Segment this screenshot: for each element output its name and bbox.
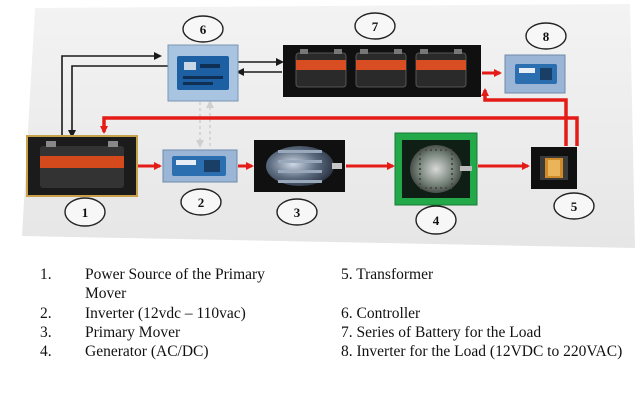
legend-text: Primary Mover [85, 324, 181, 341]
svg-text:5: 5 [571, 199, 578, 214]
legend-text: 7. Series of Battery for the Load [341, 324, 542, 341]
legend-text: 6. Controller [341, 305, 421, 322]
legend-item-2: 2. Inverter (12vdc – 110vac) [40, 304, 320, 324]
legend-num: 2. [40, 305, 52, 322]
legend-text: Power Source of the Primary Mover [85, 266, 265, 302]
battery-series-box [283, 45, 481, 97]
legend-text: 5. Transformer [341, 266, 434, 283]
number-circle-2: 2 [180, 188, 222, 216]
system-diagram: 6 7 8 1 2 3 4 5 [22, 4, 635, 248]
svg-text:8: 8 [543, 29, 550, 44]
legend-item-6: 6. Controller [341, 304, 631, 324]
svg-text:1: 1 [82, 205, 89, 220]
legend-item-7: 7. Series of Battery for the Load [341, 323, 631, 343]
transformer-box [531, 147, 577, 189]
number-circle-6: 6 [182, 15, 224, 43]
svg-text:3: 3 [294, 205, 301, 220]
legend-item-8: 8. Inverter for the Load (12VDC to 220VA… [341, 342, 637, 382]
legend-item-3: 3. Primary Mover [40, 323, 290, 343]
primary-mover-motor [254, 140, 345, 192]
legend-item-5: 5. Transformer [341, 265, 631, 285]
arrow-transformer-to-source [100, 116, 579, 146]
svg-text:6: 6 [200, 22, 207, 37]
legend-item-1: 1. Power Source of the Primary Mover [40, 265, 290, 305]
svg-text:4: 4 [433, 213, 440, 228]
number-circle-3: 3 [276, 198, 318, 226]
arrow-controller-to-source [68, 65, 168, 138]
legend-text: Generator (AC/DC) [85, 343, 209, 360]
svg-text:2: 2 [198, 195, 205, 210]
legend-num: 4. [40, 343, 52, 360]
legend-num: 1. [40, 266, 52, 283]
number-circle-5: 5 [553, 192, 595, 220]
number-circle-8: 8 [525, 22, 567, 50]
legend-item-4: 4. Generator (AC/DC) [40, 342, 290, 362]
arrow-source-to-controller [61, 52, 162, 136]
number-circle-7: 7 [354, 12, 396, 40]
number-circle-4: 4 [415, 205, 457, 235]
controller-box [167, 44, 239, 102]
svg-text:7: 7 [372, 19, 379, 34]
arrow-transformer-to-series [481, 88, 568, 146]
legend-text: Inverter (12vdc – 110vac) [85, 305, 246, 322]
legend-text: 8. Inverter for the Load (12VDC to 220VA… [341, 343, 623, 360]
legend-num: 3. [40, 324, 52, 341]
number-circle-1: 1 [64, 197, 106, 227]
generator-box [394, 132, 478, 206]
inverter-box [162, 149, 238, 183]
inverter-load-box [504, 54, 566, 94]
power-source-battery [26, 135, 138, 197]
